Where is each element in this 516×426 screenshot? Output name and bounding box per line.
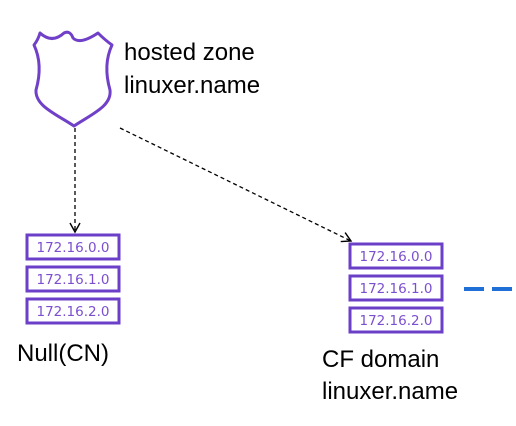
record-box: 172.16.2.0 xyxy=(25,297,121,325)
record-ip: 172.16.0.0 xyxy=(360,249,433,265)
record-box: 172.16.2.0 xyxy=(348,306,444,334)
hosted-zone-domain: linuxer.name xyxy=(124,72,260,99)
record-ip: 172.16.1.0 xyxy=(360,281,433,297)
cf-domain-record-group: 172.16.0.0 172.16.1.0 172.16.2.0 xyxy=(348,242,444,334)
record-ip: 172.16.2.0 xyxy=(360,313,433,329)
record-ip: 172.16.1.0 xyxy=(37,272,110,288)
record-ip: 172.16.0.0 xyxy=(37,240,110,256)
record-ip: 172.16.2.0 xyxy=(37,304,110,320)
cf-domain-title: CF domain xyxy=(322,346,439,373)
hosted-zone-title: hosted zone xyxy=(124,39,255,66)
cf-domain-name: linuxer.name xyxy=(322,378,458,405)
null-cn-label: Null(CN) xyxy=(17,340,109,367)
record-box: 172.16.1.0 xyxy=(25,265,121,293)
record-box: 172.16.0.0 xyxy=(25,233,121,261)
record-box: 172.16.0.0 xyxy=(348,242,444,270)
arrow-to-cf-domain xyxy=(119,127,353,243)
record-box: 172.16.1.0 xyxy=(348,274,444,302)
null-cn-record-group: 172.16.0.0 172.16.1.0 172.16.2.0 xyxy=(25,233,121,325)
route-shield-icon xyxy=(32,30,114,128)
